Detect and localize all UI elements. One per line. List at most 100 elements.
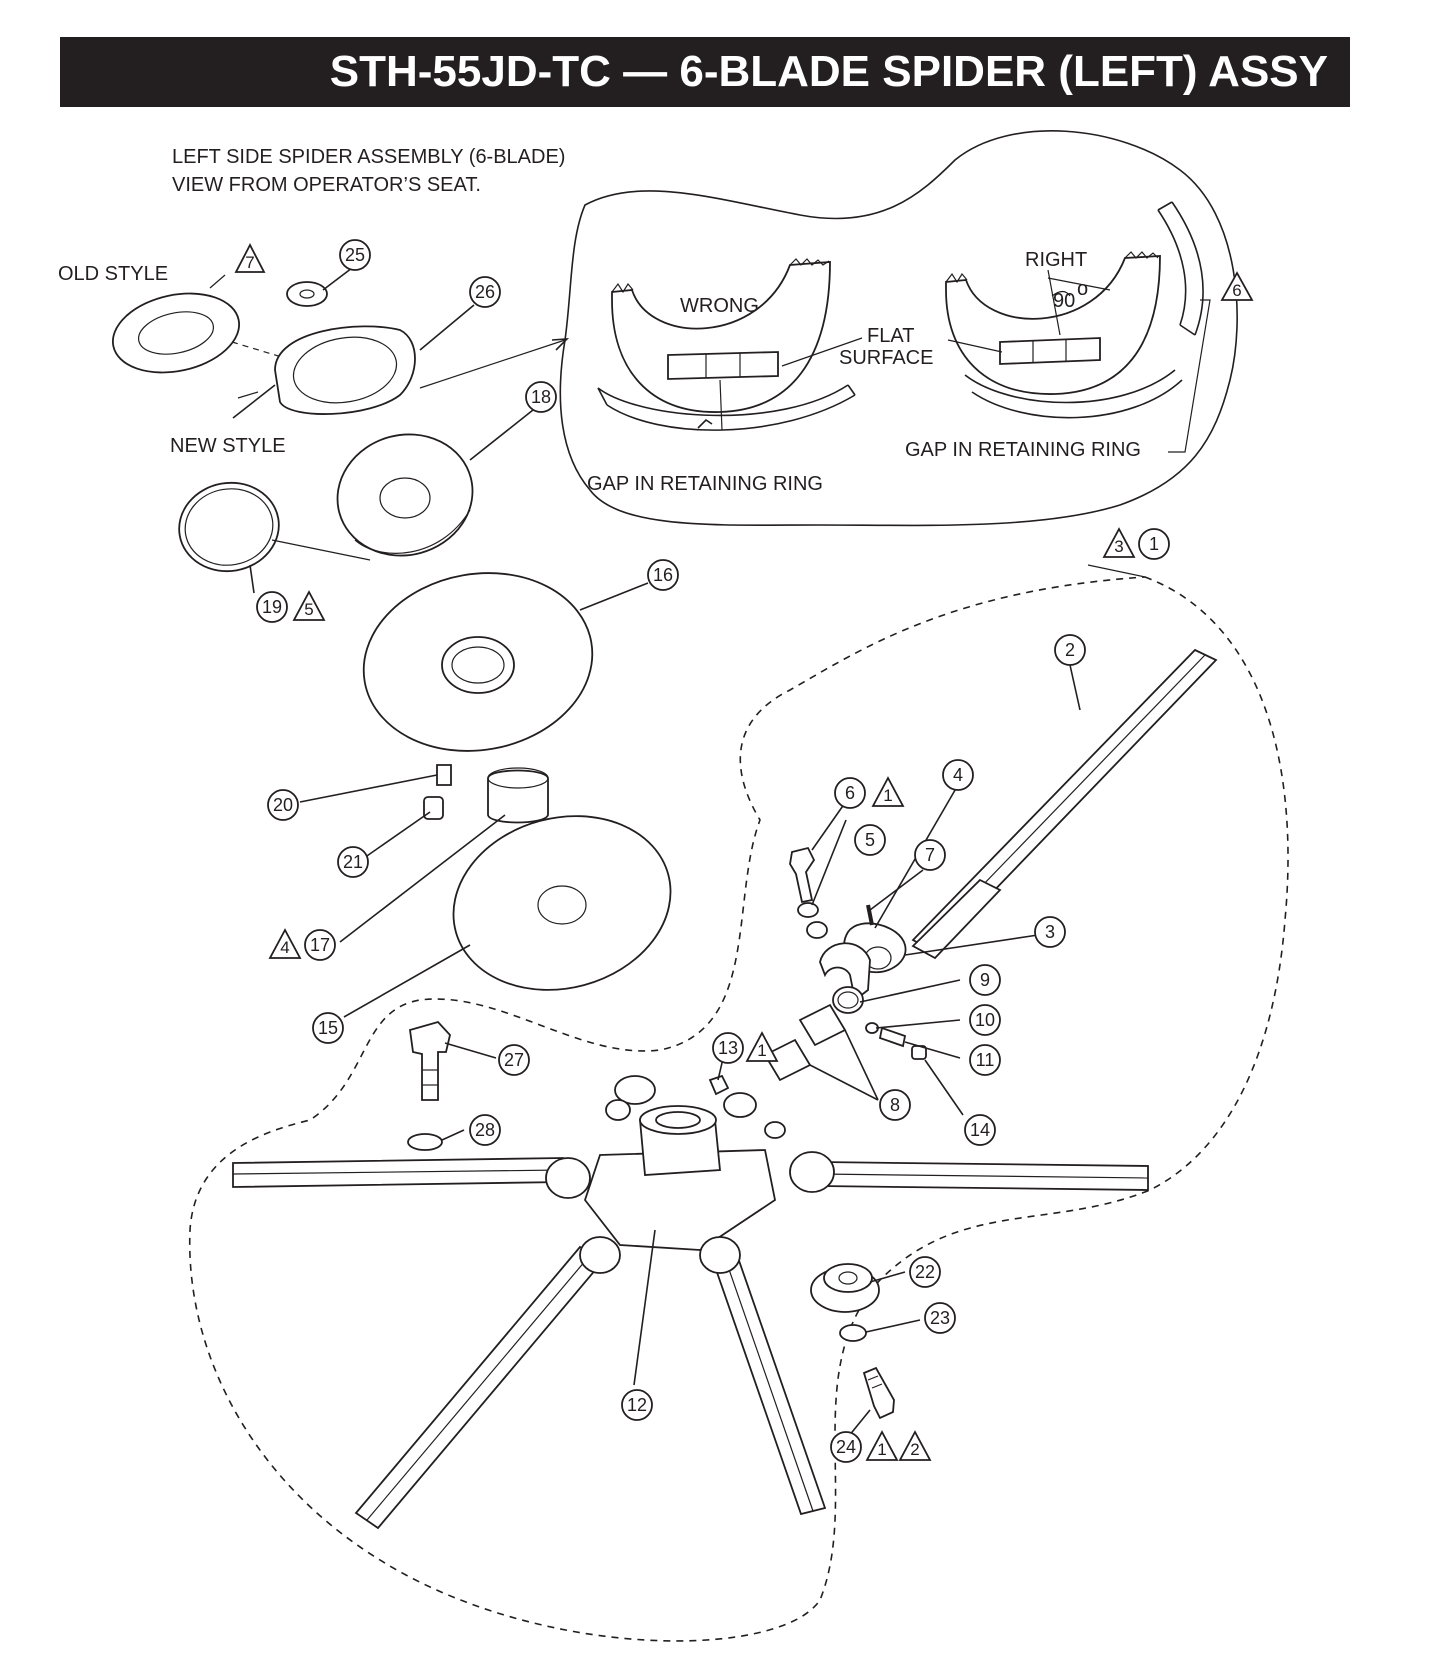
- svg-text:5: 5: [304, 600, 313, 619]
- callout-26: 26: [469, 276, 501, 308]
- note-flag-7: 7: [234, 243, 266, 273]
- flat-washer: [407, 1133, 443, 1151]
- callout-9: 9: [969, 964, 1001, 996]
- note-flag-6: 6: [1220, 271, 1254, 301]
- callout-18: 18: [525, 381, 557, 413]
- right-label: RIGHT: [1025, 249, 1087, 271]
- svg-text:1: 1: [757, 1041, 766, 1060]
- callout-23: 23: [924, 1302, 956, 1334]
- callout-7: 7: [914, 839, 946, 871]
- zerk-fitting: [878, 1026, 907, 1048]
- note-flag-5: 5: [292, 590, 326, 621]
- page-title: STH-55JD-TC — 6-BLADE SPIDER (LEFT) ASSY: [60, 37, 1350, 107]
- svg-text:23: 23: [930, 1308, 950, 1328]
- svg-text:25: 25: [345, 245, 365, 265]
- callout-10: 10: [969, 1004, 1001, 1036]
- svg-text:2: 2: [1065, 640, 1075, 660]
- retaining-ring: [178, 481, 280, 573]
- svg-text:9: 9: [980, 970, 990, 990]
- callout-6: 6: [834, 777, 866, 809]
- callout-27: 27: [498, 1044, 530, 1076]
- right-installation-view: RIGHT 90 o: [945, 201, 1204, 419]
- svg-text:22: 22: [915, 1262, 935, 1282]
- svg-text:24: 24: [836, 1437, 856, 1457]
- grease-fitting: [436, 764, 452, 786]
- new-style-cover: [274, 325, 416, 415]
- blade-bolt: [862, 1366, 895, 1420]
- wrong-installation-view: WRONG: [597, 258, 856, 431]
- callout-3: 3: [1034, 916, 1066, 948]
- gap-label-right: GAP IN RETAINING RING: [905, 439, 1141, 461]
- flat-surface-label-1: FLAT: [867, 325, 914, 347]
- callout-13: 13: [712, 1032, 744, 1064]
- svg-text:6: 6: [1232, 281, 1241, 300]
- callout-2: 2: [1054, 634, 1086, 666]
- callout-11: 11: [969, 1044, 1001, 1076]
- svg-text:7: 7: [245, 253, 254, 272]
- svg-text:7: 7: [925, 845, 935, 865]
- callout-20: 20: [267, 789, 299, 821]
- new-style-label: NEW STYLE: [170, 435, 286, 457]
- callout-17: 17: [304, 929, 336, 961]
- callout-12: 12: [621, 1389, 653, 1421]
- detail-outline: [559, 130, 1238, 527]
- angle-label: 90: [1053, 290, 1075, 312]
- small-washer: [286, 281, 328, 307]
- bearing-sleeve: [487, 769, 549, 824]
- lower-seal-disc: [452, 815, 672, 991]
- nut: [806, 921, 828, 939]
- bracket: [819, 942, 871, 1002]
- svg-text:1: 1: [877, 1440, 886, 1459]
- svg-text:15: 15: [318, 1018, 338, 1038]
- svg-text:10: 10: [975, 1010, 995, 1030]
- svg-text:1: 1: [883, 786, 892, 805]
- callout-28: 28: [469, 1114, 501, 1146]
- svg-text:28: 28: [475, 1120, 495, 1140]
- svg-text:20: 20: [273, 795, 293, 815]
- note-flag-1a: 1: [871, 776, 905, 807]
- svg-text:17: 17: [310, 935, 330, 955]
- svg-text:18: 18: [531, 387, 551, 407]
- svg-text:13: 13: [718, 1038, 738, 1058]
- svg-text:4: 4: [953, 765, 963, 785]
- gap-label-left: GAP IN RETAINING RING: [587, 473, 823, 495]
- old-style-washer: [112, 292, 240, 374]
- callout-25: 25: [339, 239, 371, 271]
- spring: [832, 986, 864, 1014]
- callout-14: 14: [964, 1114, 996, 1146]
- svg-text:26: 26: [475, 282, 495, 302]
- roll-pin: [866, 904, 874, 926]
- callout-8: 8: [879, 1089, 911, 1121]
- svg-text:16: 16: [653, 565, 673, 585]
- svg-text:8: 8: [890, 1095, 900, 1115]
- spider-hub-assembly: [232, 1075, 1149, 1530]
- cap-screw: [789, 846, 816, 904]
- svg-text:19: 19: [262, 597, 282, 617]
- svg-text:27: 27: [504, 1050, 524, 1070]
- note-flag-1c: 1: [865, 1430, 899, 1461]
- callout-4: 4: [942, 759, 974, 791]
- callout-21: 21: [337, 846, 369, 878]
- wrong-label: WRONG: [680, 295, 759, 317]
- svg-text:3: 3: [1045, 922, 1055, 942]
- bushing-a: [798, 1003, 847, 1047]
- callout-16: 16: [647, 559, 679, 591]
- assembly-note-line1: LEFT SIDE SPIDER ASSEMBLY (6-BLADE): [172, 146, 565, 168]
- callout-19: 19: [256, 591, 288, 623]
- note-flag-3: 3: [1102, 527, 1136, 558]
- blade-washer: [839, 1324, 867, 1342]
- svg-text:2: 2: [910, 1440, 919, 1459]
- fitting-cap: [423, 796, 444, 820]
- svg-text:21: 21: [343, 852, 363, 872]
- svg-text:1: 1: [1149, 534, 1159, 554]
- seal-disc: [336, 433, 474, 557]
- callout-1: 1: [1138, 528, 1170, 560]
- callout-5: 5: [854, 824, 886, 856]
- assembly-note-line2: VIEW FROM OPERATOR’S SEAT.: [172, 174, 481, 196]
- svg-text:3: 3: [1114, 537, 1123, 556]
- flat-surface-label-2: SURFACE: [839, 347, 933, 369]
- note-flag-4: 4: [268, 928, 302, 959]
- note-flag-1b: 1: [745, 1031, 779, 1062]
- callout-22: 22: [909, 1256, 941, 1288]
